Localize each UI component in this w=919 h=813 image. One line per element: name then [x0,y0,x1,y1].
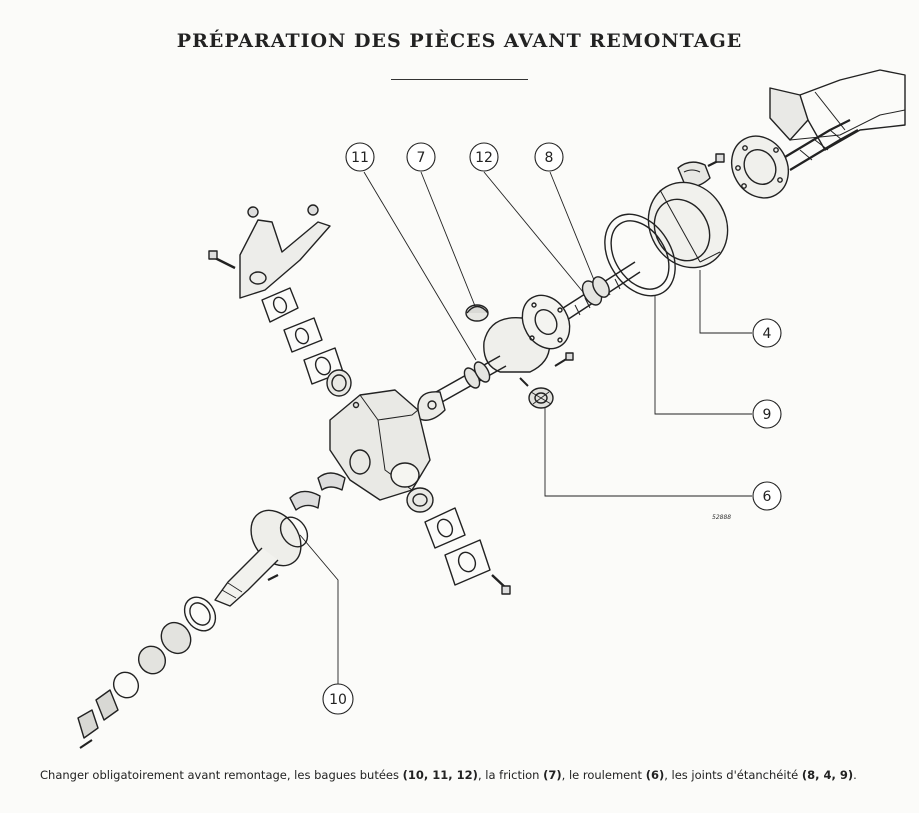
stub-axle [214,509,309,607]
caption-bold-bearing: (6) [645,768,665,782]
svg-text:7: 7 [417,150,426,166]
caption-text-4: , les joints d'étanchéité [664,768,802,782]
caption-bold-thrust-rings: (10, 11, 12) [402,768,478,782]
half-rings [289,472,346,511]
splined-shaft [559,261,641,321]
axle-housing [769,69,906,171]
drive-shaft [417,355,507,421]
svg-text:4: 4 [763,326,772,342]
caption-text-3: , le roulement [561,768,646,782]
pivot-housing [329,389,431,501]
callout-4: 4 [752,318,782,348]
caption-text-1: Changer obligatoirement avant remontage,… [40,768,403,782]
cap-screw [707,153,725,167]
hub-bearings [77,596,217,749]
callout-6: 6 [752,481,782,511]
title-underline [391,79,528,80]
svg-text:8: 8 [545,150,554,166]
caption-bold-seals: (8, 4, 9) [801,768,854,782]
callout-11: 11 [345,142,375,172]
axle-flange [730,135,790,199]
small-bolts [519,352,574,387]
svg-text:6: 6 [763,489,772,505]
ball-joint-housing [483,294,571,373]
caption-text-5: . [853,768,857,782]
svg-text:11: 11 [351,150,369,166]
caption-bold-friction: (7) [543,768,562,782]
gasket-9 [604,213,676,297]
seal-4-ring [647,181,729,269]
bearing-6 [528,387,554,409]
callout-12: 12 [469,142,499,172]
right-gaskets [406,487,511,595]
svg-text:10: 10 [329,692,347,708]
steering-arm [208,204,331,299]
caption: Changer obligatoirement avant remontage,… [40,768,890,783]
svg-text:9: 9 [763,407,772,423]
caption-text-2: , la friction [477,768,544,782]
page-title: PRÉPARATION DES PIÈCES AVANT REMONTAGE [176,30,743,52]
friction-7 [465,304,489,322]
callout-10: 10 [322,683,354,715]
figure-reference: 52888 [712,514,731,521]
svg-text:12: 12 [475,150,493,166]
left-gaskets [261,287,352,397]
callout-7: 7 [406,142,436,172]
callout-8: 8 [534,142,564,172]
leader-lines [299,171,752,684]
callout-9: 9 [752,399,782,429]
